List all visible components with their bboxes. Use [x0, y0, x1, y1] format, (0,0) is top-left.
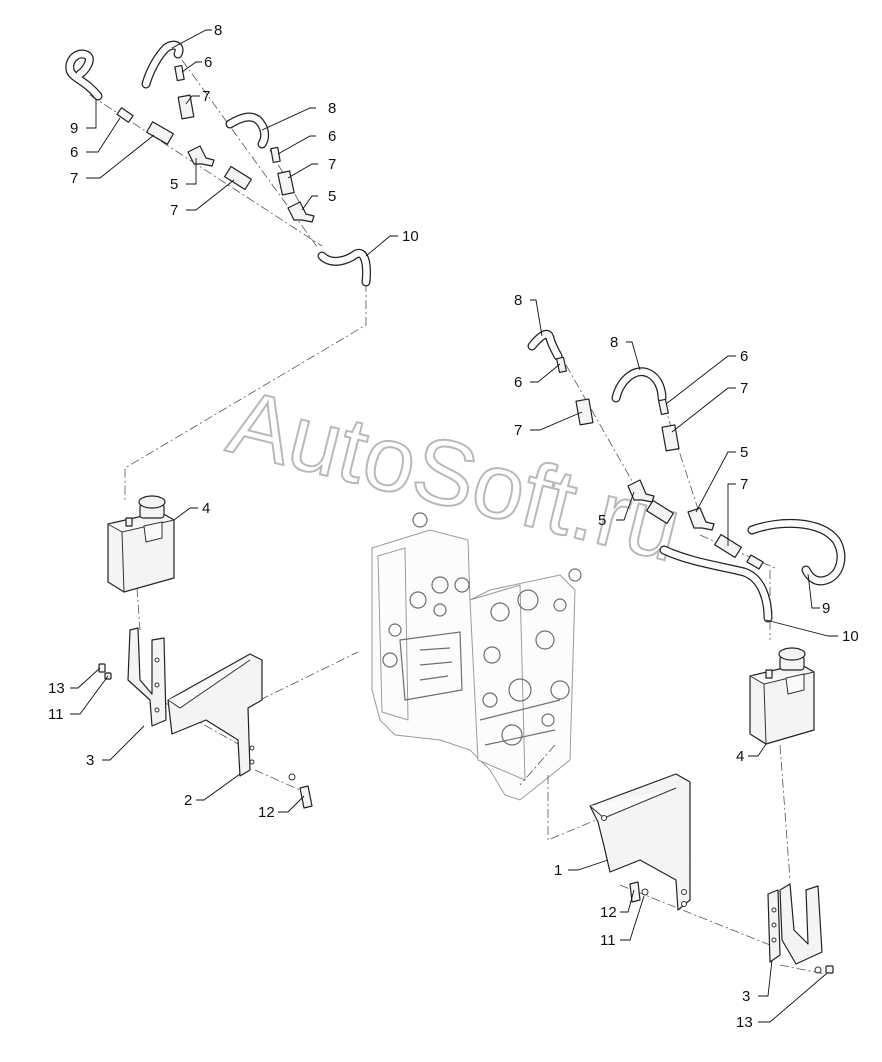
hardware-left: [98, 663, 313, 809]
callout-8-top-b: 8: [328, 100, 336, 117]
bracket-2-left: [167, 653, 263, 777]
callout-8-right-b: 8: [610, 334, 618, 351]
callout-6-right-b: 6: [740, 348, 748, 365]
callout-5-top-a: 5: [170, 176, 178, 193]
callout-5-right-a: 5: [740, 444, 748, 461]
bracket-1-right: [589, 773, 691, 911]
callout-10-top: 10: [402, 228, 419, 245]
callout-4-left: 4: [202, 500, 210, 517]
hose-9-right: [747, 518, 846, 586]
callout-7-right-c: 7: [740, 476, 748, 493]
callout-5-top-b: 5: [328, 188, 336, 205]
callout-9-top: 9: [70, 120, 78, 137]
hose-10-top: [317, 248, 371, 287]
callout-11-left: 11: [48, 706, 64, 723]
callout-13-right: 13: [736, 1014, 753, 1031]
bracket-3-left: [127, 627, 167, 727]
callout-6-right-a: 6: [514, 374, 522, 391]
leader-lines: [70, 29, 838, 1023]
hose-10-right: [659, 545, 773, 623]
callout-7-top-d: 7: [170, 202, 178, 219]
reservoir-left: [107, 495, 175, 593]
callout-8-right-a: 8: [514, 292, 522, 309]
callout-5-right-b: 5: [598, 512, 606, 529]
valve-block-assembly: [371, 512, 582, 801]
hose-8a-right: [527, 329, 563, 361]
callout-6-top-c: 6: [328, 128, 336, 145]
callout-9-right: 9: [822, 600, 830, 617]
callout-12-right: 12: [600, 904, 617, 921]
callout-labels: 8 6 7 9 6 7 8 6 7 5 7 5 10 8 6 7 8 6 7 5…: [48, 22, 859, 1031]
hose-9-top: [65, 49, 103, 101]
callout-3-right: 3: [742, 988, 750, 1005]
callout-7-right-a: 7: [514, 422, 522, 439]
callout-4-right: 4: [736, 748, 744, 765]
fittings-top: [116, 64, 315, 223]
hose-8b-top: [225, 112, 270, 149]
fittings-right: [556, 356, 764, 570]
callout-3-left: 3: [86, 752, 94, 769]
callout-8-top-a: 8: [214, 22, 222, 39]
callout-12-left: 12: [258, 804, 275, 821]
callout-11-right: 11: [600, 932, 616, 949]
callout-13-left: 13: [48, 680, 65, 697]
hose-8b-right: [611, 367, 667, 403]
callout-6-top-a: 6: [204, 54, 212, 71]
callout-10-right: 10: [842, 628, 859, 645]
callout-7-right-b: 7: [740, 380, 748, 397]
callout-2-left: 2: [184, 792, 192, 809]
callout-7-top-c: 7: [328, 156, 336, 173]
callout-7-top-a: 7: [202, 88, 210, 105]
bracket-3-right: [767, 883, 823, 965]
callout-6-top-b: 6: [70, 144, 78, 161]
callout-1-right: 1: [554, 862, 562, 879]
callout-7-top-b: 7: [70, 170, 78, 187]
reservoir-right: [749, 647, 815, 745]
hose-8a-top: [141, 40, 184, 89]
